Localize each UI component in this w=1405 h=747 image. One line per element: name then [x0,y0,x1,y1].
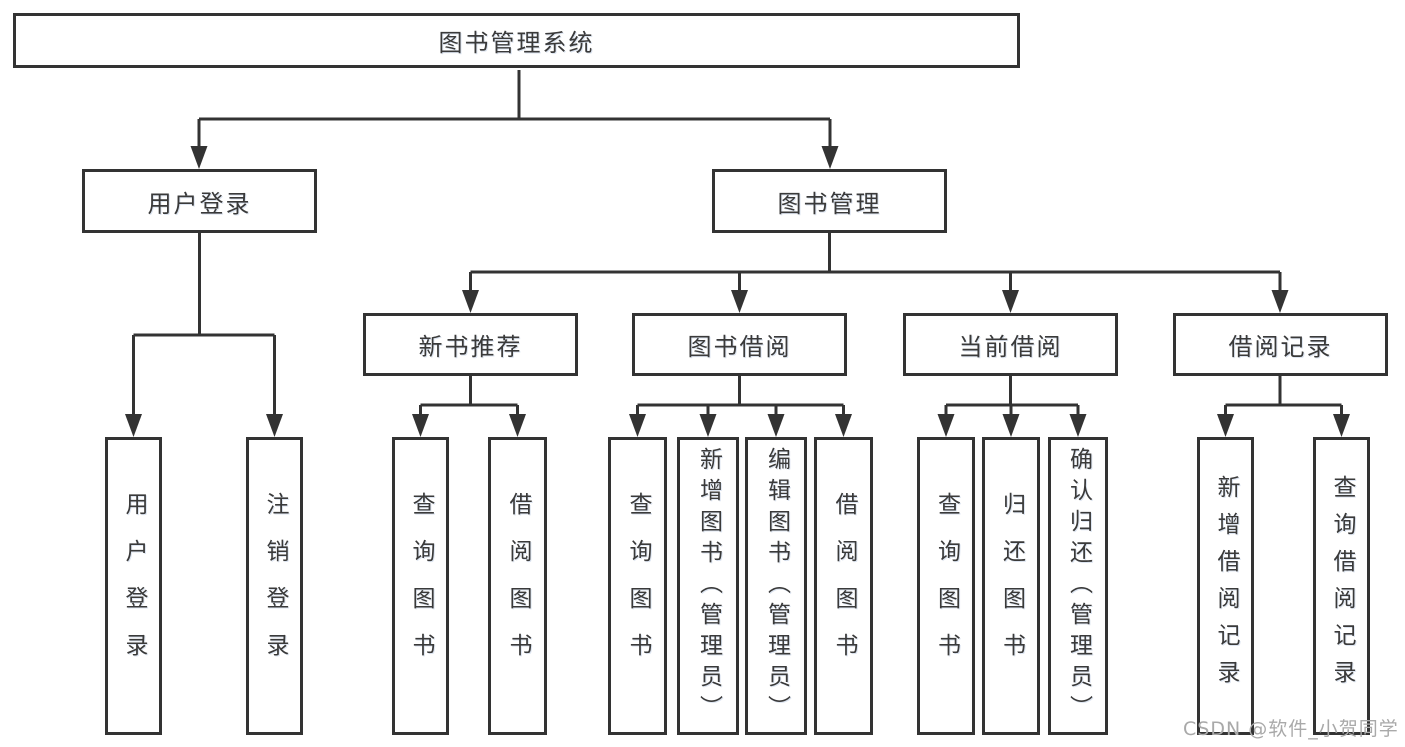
node-book-management: 图书管理 [712,169,947,233]
node-label: 用户登录 [147,189,252,218]
arrowhead [1002,290,1019,313]
leaf-logout: 注销登录 [246,437,303,735]
node-label: 图书管理系统 [438,29,595,57]
node-label: 归还图书 [998,492,1025,680]
node-label: 查询图书 [625,492,651,680]
arrowhead [1217,414,1234,437]
node-label: 确认归还（管理员） [1065,446,1092,726]
leaf-bb-edit-book-admin: 编辑图书（管理员） [745,437,807,735]
leaf-nbr-borrow-book: 借阅图书 [488,437,547,735]
arrowhead [266,414,283,437]
leaf-user-login: 用户登录 [105,437,162,735]
connector-book-borrow-to-children [636,376,845,418]
connector-current-borrow-to-children [944,376,1080,418]
watermark: CSDN @软件_小贺同学 [1183,718,1399,740]
connector-new-book-to-children [419,376,519,418]
connector-user-login-to-children [132,233,276,418]
arrowhead [125,414,142,437]
arrowhead [1002,414,1020,437]
arrowhead [731,290,748,313]
leaf-cb-query-book: 查询图书 [917,437,975,735]
arrowhead [190,146,208,169]
node-label: 借阅图书 [505,492,531,680]
node-label: 用户登录 [121,492,147,680]
node-label: 查询图书 [408,492,434,680]
connector-book-management-to-level3 [469,233,1282,296]
arrowhead [937,414,955,437]
node-borrow-records: 借阅记录 [1173,313,1388,376]
arrowhead [462,290,479,313]
node-label: 新增借阅记录 [1213,475,1239,697]
node-label: 新增图书（管理员） [695,446,722,726]
leaf-cb-return-book: 归还图书 [982,437,1040,735]
node-label: 当前借阅 [958,333,1063,361]
arrowhead [1333,414,1350,437]
leaf-bb-add-book-admin: 新增图书（管理员） [677,437,739,735]
node-label: 注销登录 [262,492,288,680]
node-label: 查询图书 [933,492,960,680]
node-label: 查询借阅记录 [1329,475,1355,697]
node-label: 图书管理 [777,189,882,218]
connector-records-to-children [1224,376,1343,418]
arrowhead [821,146,839,169]
arrowhead [699,414,717,437]
node-label: 编辑图书（管理员） [763,446,790,726]
arrowhead [835,414,852,437]
leaf-bb-borrow-book: 借阅图书 [814,437,873,735]
arrowhead [767,414,785,437]
node-new-book-recommend: 新书推荐 [363,313,578,376]
leaf-cb-confirm-return-admin: 确认归还（管理员） [1048,437,1108,735]
node-book-borrow: 图书借阅 [632,313,847,376]
node-root-system: 图书管理系统 [13,13,1020,68]
leaf-br-add-record: 新增借阅记录 [1197,437,1254,735]
connector-root-to-level2 [197,70,832,150]
node-label: 借阅图书 [831,492,857,680]
arrowhead [509,414,526,437]
arrowhead [1069,414,1087,437]
leaf-nbr-query-book: 查询图书 [392,437,449,735]
node-current-borrow: 当前借阅 [903,313,1118,376]
leaf-bb-query-book: 查询图书 [608,437,667,735]
node-label: 图书借阅 [687,333,792,361]
arrowhead [629,414,646,437]
node-label: 借阅记录 [1228,333,1333,361]
leaf-br-query-record: 查询借阅记录 [1313,437,1370,735]
arrowhead [1271,290,1289,313]
node-user-login: 用户登录 [82,169,317,233]
arrowhead [412,414,429,437]
node-label: 新书推荐 [418,333,523,361]
